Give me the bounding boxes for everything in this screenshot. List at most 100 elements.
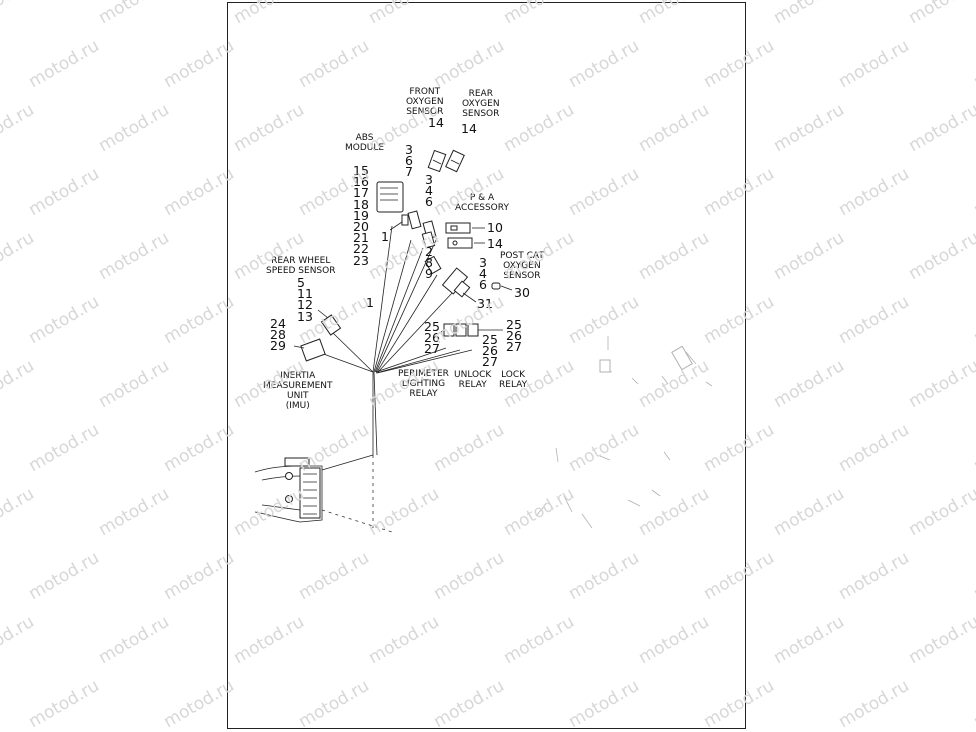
imu-number: 24 — [270, 316, 286, 331]
column-c-number: 9 — [425, 266, 433, 282]
lock-relay-number: 26 — [506, 328, 522, 344]
column-c-number: 2 — [425, 244, 433, 259]
post-cat-number-31-item: 31 — [477, 296, 493, 311]
abs-module-label: ABS MODULE — [345, 133, 384, 153]
column-b-numbers: 3 4 6 — [425, 172, 433, 208]
abs-module-number: 21 — [353, 230, 369, 246]
imu-label-line: UNIT — [287, 391, 309, 401]
imu-numbers: 24 28 29 — [270, 316, 286, 354]
post-cat-oxygen-sensor-label: POST CAT OXYGEN SENSOR — [500, 251, 544, 281]
connector-c — [424, 255, 442, 275]
column-b-number: 3 — [425, 172, 433, 187]
post-cat-oxygen-sensor-connector — [441, 267, 513, 303]
perimeter-lighting-relay-label-line: PERIMETER — [398, 369, 449, 379]
imu-label-line: MEASUREMENT — [263, 381, 333, 391]
front-oxygen-sensor-label-line: FRONT — [409, 87, 441, 97]
column-a-numbers: 3 6 7 — [405, 143, 413, 180]
unlock-relay-label-line: UNLOCK — [454, 370, 492, 380]
post-cat-oxygen-sensor-label-line: OXYGEN — [503, 261, 541, 271]
abs-module-number: 22 — [353, 241, 369, 257]
rear-wheel-speed-sensor-numbers: 5 11 12 13 — [297, 275, 313, 324]
rear-oxygen-sensor-number-item: 14 — [461, 121, 477, 136]
lock-relay-label: LOCK RELAY — [499, 370, 527, 390]
imu-number: 29 — [270, 338, 286, 354]
abs-side-number-item: 1 — [381, 229, 389, 244]
abs-module-numbers: 15 16 17 18 19 20 21 22 23 — [353, 163, 369, 268]
front-oxygen-sensor-label-line: OXYGEN — [406, 97, 444, 107]
front-oxygen-sensor-number-item: 14 — [428, 115, 444, 130]
rear-wheel-speed-sensor-label-line: REAR WHEEL — [271, 256, 331, 266]
unlock-relay-number: 26 — [482, 343, 498, 359]
rear-oxygen-sensor-label-line: REAR — [468, 89, 493, 99]
abs-module-number: 16 — [353, 174, 369, 190]
column-b-number: 4 — [425, 183, 433, 199]
perimeter-relay-number: 25 — [424, 319, 440, 334]
lock-relay-label-line: LOCK — [501, 370, 526, 380]
rear-wheel-speed-sensor-number: 12 — [297, 297, 313, 313]
lock-relay-label-line: RELAY — [499, 380, 528, 390]
rear-oxygen-sensor-label-line: SENSOR — [462, 109, 500, 119]
front-oxygen-sensor-label-line: SENSOR — [406, 107, 444, 117]
abs-module-number: 19 — [353, 207, 369, 223]
unlock-relay-numbers: 25 26 27 — [482, 332, 498, 370]
rear-oxygen-sensor-number: 14 — [461, 121, 477, 136]
perimeter-relay-number: 27 — [424, 341, 440, 357]
abs-module-part — [376, 181, 409, 231]
post-cat-number: 4 — [479, 266, 487, 282]
perimeter-lighting-relay-label: PERIMETER LIGHTING RELAY — [398, 369, 449, 399]
lock-relay-numbers: 25 26 27 — [506, 317, 522, 355]
perimeter-relay-number: 26 — [424, 330, 440, 346]
abs-module-number: 17 — [353, 185, 369, 201]
unlock-relay-number: 25 — [482, 332, 498, 347]
perimeter-lighting-relay-label-line: LIGHTING — [401, 379, 446, 389]
front-oxygen-sensor-number: 14 — [428, 115, 444, 130]
rear-wheel-speed-sensor-label-line: SPEED SENSOR — [266, 266, 336, 276]
pa-accessory-number-14-item: 14 — [487, 236, 503, 251]
pa-accessory-number-10: 10 — [487, 221, 503, 234]
abs-module-number: 23 — [353, 252, 369, 268]
post-cat-oxygen-sensor-label-line: POST CAT — [500, 251, 544, 261]
diagram-sheet — [227, 2, 746, 729]
perimeter-lighting-relay-label-line: RELAY — [409, 389, 438, 399]
lock-relay-number: 25 — [506, 317, 522, 332]
post-cat-number-30: 30 — [514, 286, 530, 299]
pa-accessory-label-line: ACCESSORY — [455, 203, 509, 213]
pa-accessory-label: P & A ACCESSORY — [455, 193, 509, 213]
rear-wheel-speed-sensor-number: 11 — [297, 286, 313, 302]
abs-module-number: 20 — [353, 219, 369, 235]
abs-side-number: 1 — [381, 229, 389, 244]
relays-part — [440, 323, 503, 337]
imu-label: INERTIA MEASUREMENT UNIT (IMU) — [263, 371, 333, 411]
connector-b — [421, 231, 436, 249]
imu-number: 28 — [270, 327, 286, 343]
unlock-relay-label-line: RELAY — [458, 380, 487, 390]
post-cat-number-31: 31 — [477, 296, 493, 311]
rear-oxygen-sensor-connector — [445, 149, 465, 173]
lock-relay-number: 27 — [506, 339, 522, 355]
column-c-numbers: 2 8 9 — [425, 244, 433, 282]
rear-wheel-speed-sensor-label: REAR WHEEL SPEED SENSOR — [266, 256, 336, 276]
chassis-part — [254, 455, 393, 533]
mid-harness-number-item: 1 — [366, 295, 374, 310]
pa-accessory-label-line: P & A — [469, 193, 495, 203]
unlock-relay-label: UNLOCK RELAY — [454, 370, 491, 390]
faint-detached-parts — [535, 336, 713, 529]
rear-oxygen-sensor-label: REAR OXYGEN SENSOR — [462, 89, 500, 119]
abs-module-label-line: MODULE — [345, 143, 385, 153]
perimeter-relay-numbers: 25 26 27 — [424, 319, 440, 357]
abs-module-label-line: ABS — [355, 133, 374, 143]
rear-wheel-speed-sensor-number: 13 — [297, 308, 313, 324]
column-c-number: 8 — [425, 255, 433, 271]
rear-oxygen-sensor-label-line: OXYGEN — [462, 99, 500, 109]
abs-module-number: 15 — [353, 163, 369, 178]
imu-label-line: (IMU) — [285, 401, 310, 411]
column-a-number: 7 — [405, 164, 413, 180]
column-a-number: 6 — [405, 153, 413, 169]
post-cat-number: 6 — [479, 277, 487, 293]
rear-wheel-speed-sensor-number: 5 — [297, 275, 305, 290]
wheel-speed-sensor-connector — [317, 309, 342, 336]
imu-label-line: INERTIA — [280, 371, 316, 381]
unlock-relay-number: 27 — [482, 354, 498, 370]
post-cat-oxygen-sensor-label-line: SENSOR — [503, 271, 541, 281]
